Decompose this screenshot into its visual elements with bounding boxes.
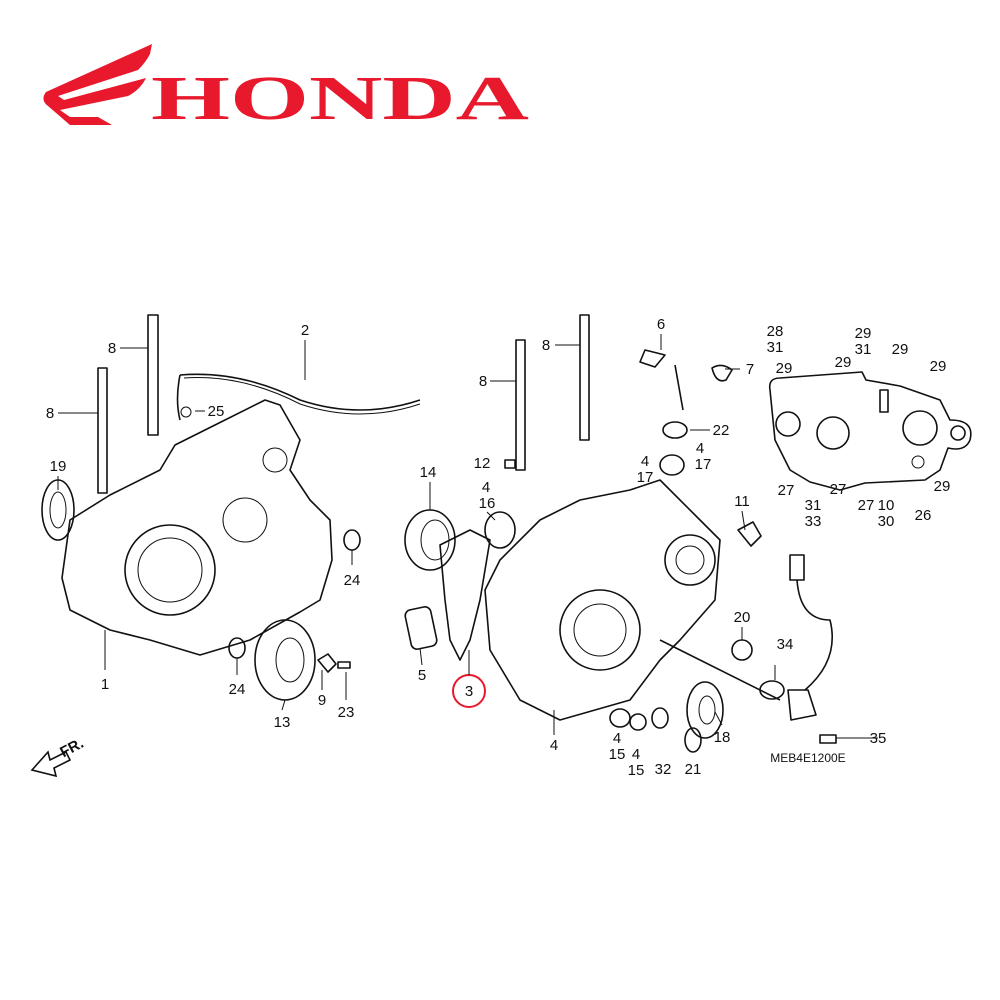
callout-17: 17	[695, 456, 712, 473]
callout-33: 33	[805, 513, 822, 530]
wing-icon	[43, 44, 152, 125]
callout-4: 4	[550, 737, 558, 754]
callout-8: 8	[542, 337, 550, 354]
brand-wordmark: HONDA	[151, 65, 529, 133]
callout-31: 31	[855, 341, 872, 358]
callout-34: 34	[777, 636, 794, 653]
callout-12: 12	[474, 455, 491, 472]
callout-15: 15	[609, 746, 626, 763]
callout-28: 28	[767, 323, 784, 340]
leader-lines	[57, 334, 878, 739]
callout-25: 25	[208, 403, 225, 420]
callout-2: 2	[301, 322, 309, 339]
callout-24: 24	[229, 681, 246, 698]
leader-line	[281, 699, 286, 711]
callout-10: 10	[878, 497, 895, 514]
callout-29: 29	[835, 354, 852, 371]
callout-29: 29	[930, 358, 947, 375]
callout-6: 6	[657, 316, 665, 333]
callout-31: 31	[767, 339, 784, 356]
callout-29: 29	[855, 325, 872, 342]
callout-5: 5	[418, 667, 426, 684]
callout-8: 8	[108, 340, 116, 357]
callout-26: 26	[915, 507, 932, 524]
callout-4: 4	[696, 440, 704, 457]
callout-32: 32	[655, 761, 672, 778]
callout-7: 7	[746, 361, 754, 378]
callout-29: 29	[934, 478, 951, 495]
callout-4: 4	[641, 453, 649, 470]
callout-29: 29	[776, 360, 793, 377]
callout-19: 19	[50, 458, 67, 475]
leader-line	[486, 511, 496, 521]
callout-8: 8	[479, 373, 487, 390]
callout-11: 11	[734, 493, 750, 510]
callout-16: 16	[479, 495, 496, 512]
honda-logo: HONDA	[43, 44, 529, 133]
callout-27: 27	[778, 482, 795, 499]
callout-21: 21	[685, 761, 702, 778]
callout-17: 17	[637, 469, 654, 486]
leader-line	[714, 711, 723, 726]
callout-1: 1	[101, 676, 109, 693]
leader-line	[419, 647, 423, 666]
callout-4: 4	[482, 479, 490, 496]
callout-13: 13	[274, 714, 291, 731]
callout-9: 9	[318, 692, 326, 709]
callout-23: 23	[338, 704, 355, 721]
diagram-code: MEB4E1200E	[770, 751, 845, 765]
right-crankcase	[404, 314, 837, 753]
callout-14: 14	[420, 464, 437, 481]
svg-text:FR.: FR.	[57, 735, 86, 761]
front-direction-arrow: FR.	[30, 735, 87, 778]
leader-line	[741, 510, 746, 531]
callout-22: 22	[713, 422, 730, 439]
callout-30: 30	[878, 513, 895, 530]
callout-4: 4	[632, 746, 640, 763]
callout-20: 20	[734, 609, 751, 626]
callout-18: 18	[714, 729, 731, 746]
left-crankcase	[41, 314, 421, 701]
callout-24: 24	[344, 572, 361, 589]
callout-29: 29	[892, 341, 909, 358]
callout-27: 27	[858, 497, 875, 514]
callout-4: 4	[613, 730, 621, 747]
callout-15: 15	[628, 762, 645, 779]
callout-3: 3	[465, 683, 473, 700]
cover-gasket	[768, 371, 972, 491]
callout-8: 8	[46, 405, 54, 422]
callout-27: 27	[830, 481, 847, 498]
callout-31: 31	[805, 497, 822, 514]
